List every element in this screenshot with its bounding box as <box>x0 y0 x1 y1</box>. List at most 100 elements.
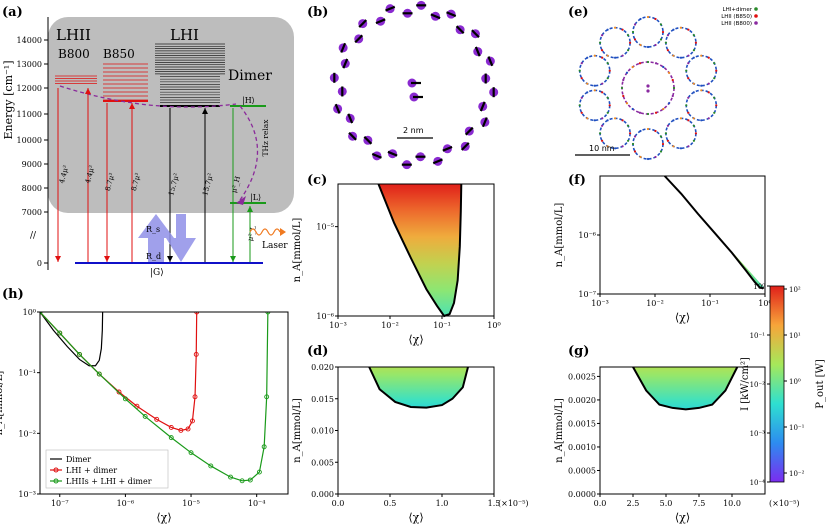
y-tick-label: 10⁻⁵ <box>316 223 334 232</box>
legend-lhii-b800-dot <box>754 21 758 25</box>
lhii-pigment <box>659 135 663 138</box>
y-tick-label: 0.005 <box>311 458 334 467</box>
lhii-pigment <box>601 117 604 120</box>
lhi-pigment <box>654 62 658 65</box>
dipole-arrow <box>464 126 474 136</box>
series-marker-1 <box>192 394 198 400</box>
lhii-pigment <box>679 147 683 150</box>
x-tick-label: 0.0 <box>594 499 607 508</box>
lhii-pigment <box>613 117 617 120</box>
lhii-pigment <box>593 89 596 92</box>
plot-frame <box>337 183 495 317</box>
series-marker-2 <box>208 463 214 469</box>
lhii-pigment <box>687 119 690 122</box>
lhii-pigment <box>654 43 657 47</box>
lhii-pigment <box>601 91 604 94</box>
x-tick-label: 10⁰ <box>758 299 771 308</box>
lhii-pigment <box>672 28 675 31</box>
heatmap-fill <box>369 367 468 408</box>
x-tick-label: 10⁻² <box>646 299 664 308</box>
y-tick-label: 0.0020 <box>568 396 596 405</box>
lhii-pigment <box>685 104 688 107</box>
b800-label: B800 <box>58 47 90 61</box>
energy-tick-label: 8000 <box>22 184 42 193</box>
dipole-arrow <box>347 113 354 124</box>
lhii-pigment <box>672 54 675 57</box>
lhii-ring <box>665 26 697 59</box>
dipole-arrow <box>375 18 386 25</box>
dimer-label: Dimer <box>228 68 272 84</box>
lhii-pigment <box>692 82 695 85</box>
heatmap-boundary <box>663 175 765 290</box>
legend-lhi-dimer: LHI+dimer <box>723 7 753 13</box>
lhii-ring <box>665 117 697 150</box>
dipole-arrow <box>371 152 382 159</box>
colorbar-right-tick-label: 10⁻¹ <box>789 424 805 432</box>
lhii-pigment <box>661 30 665 34</box>
lhii-pigment <box>700 89 703 92</box>
lhii-pigment <box>666 34 670 37</box>
legend-lhii-b800: LHII (B800) <box>721 21 752 27</box>
energy-tick-label: 14000 <box>17 36 42 45</box>
lhii-pigment <box>700 119 703 122</box>
x-tick-label: 10⁻⁴ <box>248 499 266 508</box>
series-marker-2 <box>228 474 234 480</box>
y-axis-label: n_A[mmol/L] <box>0 371 5 436</box>
lhii-ring <box>632 128 664 160</box>
lhii-pigment <box>646 45 650 49</box>
lhi-pigment <box>646 60 650 64</box>
y-tick-label: 10⁻¹ <box>18 369 36 378</box>
x-multiplier: (×10⁻⁵) <box>498 499 529 508</box>
series-marker-1 <box>168 425 174 430</box>
lhii-pigment <box>621 119 624 122</box>
lhii-pigment <box>626 124 630 127</box>
lhii-pigment <box>685 69 688 72</box>
y-tick-label: 10⁻⁶ <box>316 312 334 321</box>
series-marker-2 <box>256 469 262 475</box>
lhii-pigment <box>586 56 589 59</box>
lhii-pigment <box>626 49 630 52</box>
dipole-arrow <box>474 46 481 57</box>
lhii-pigment <box>626 139 630 142</box>
panel-f-label: (f) <box>568 173 586 188</box>
lhi-pigment <box>631 107 634 111</box>
series-marker-2 <box>239 478 245 484</box>
lhii-pigment <box>700 84 703 87</box>
dipole-arrow <box>479 101 486 112</box>
dipole-arrow <box>354 34 364 44</box>
lhi-pigment <box>631 65 634 69</box>
dipole-arrow <box>342 58 349 69</box>
pump-arrow-down <box>166 214 196 262</box>
rate-rd-label: R_d <box>146 252 161 261</box>
energy-axis-label: Energy [cm⁻¹] <box>2 60 15 139</box>
lhi-pigment <box>662 65 665 69</box>
series-marker-2 <box>265 312 271 315</box>
colorbar-left-tick-label: 10⁻³ <box>750 430 766 438</box>
heatmap-fill <box>378 184 462 316</box>
lhi-pigment <box>667 102 671 105</box>
panel-a: (a) 140001300012000110001000090008000700… <box>2 5 294 278</box>
dipole-arrow <box>487 56 494 67</box>
series-marker-2 <box>142 413 148 419</box>
series-marker-2 <box>261 444 267 450</box>
dipole-arrow <box>430 13 441 20</box>
lhii-pigment <box>606 28 609 31</box>
colorbar-gradient <box>769 285 785 483</box>
laser-wave <box>249 228 281 236</box>
lhii-pigment <box>646 15 650 19</box>
lhii-pigment <box>633 135 637 138</box>
lhii-pigment <box>606 62 609 65</box>
rate-label-rl: μ²_L <box>246 225 258 242</box>
lhii-pigment <box>692 117 695 120</box>
lhii-pigment <box>713 96 716 99</box>
lhii-pigment <box>598 132 602 135</box>
x-tick-label: 10⁻⁷ <box>51 499 69 508</box>
dipole-arrow <box>471 29 480 39</box>
lhii-pigment <box>692 91 695 94</box>
lhii-pigment <box>628 41 632 44</box>
